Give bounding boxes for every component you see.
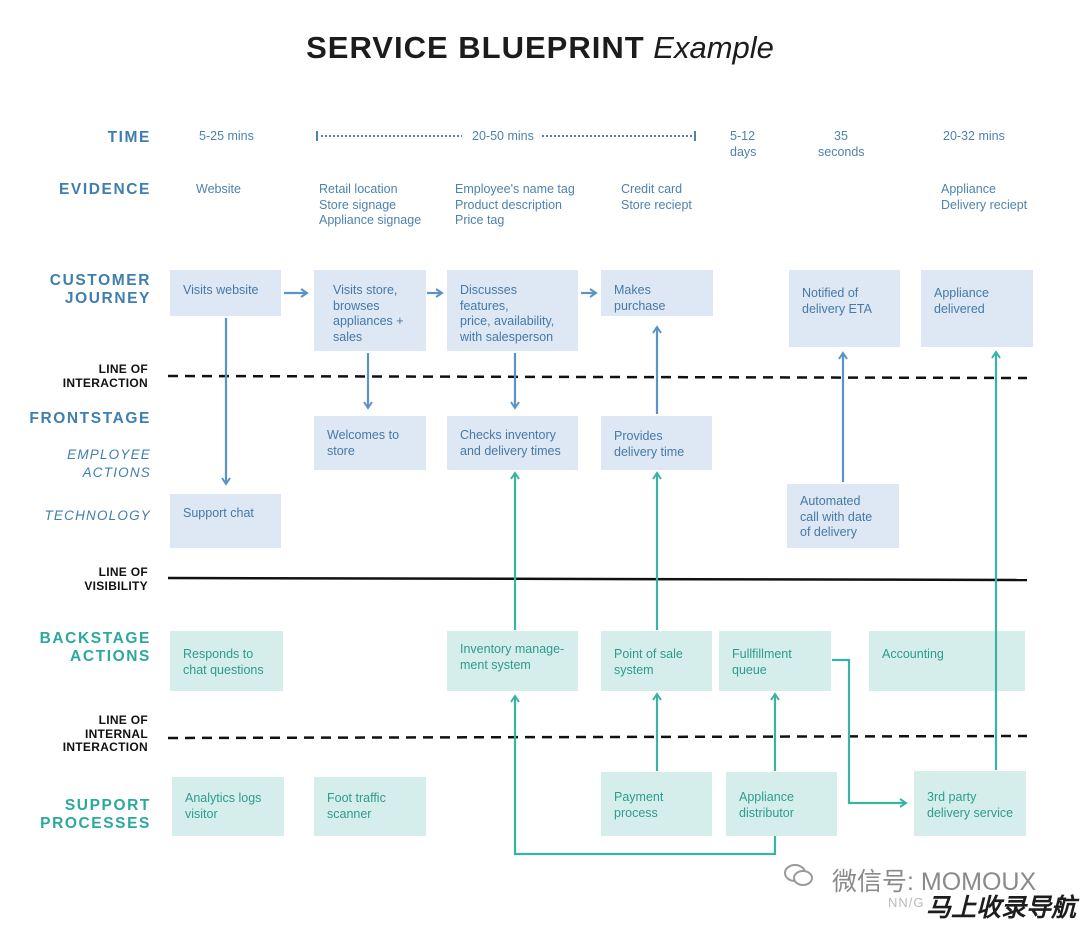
line-of-interaction-label: LINE OF INTERACTION	[62, 362, 148, 390]
arrow-distributor-to-inventory	[510, 694, 777, 856]
support-appliance-distributor: Appliance distributor	[726, 772, 837, 836]
watermark-wechat-id: 微信号: MOMOUX	[832, 868, 1037, 896]
line-of-internal-interaction-label: LINE OF INTERNAL INTERACTION	[62, 713, 148, 754]
lane-backstage: BACKSTAGE ACTIONS	[39, 630, 151, 665]
technology-automated-call: Automated call with date of delivery	[787, 484, 899, 548]
time-arrival: 20-32 mins	[943, 129, 1005, 143]
page-title: SERVICE BLUEPRINT Example	[0, 30, 1080, 66]
customer-appliance-delivered: Appliance delivered	[921, 270, 1033, 347]
backstage-inventory-system: Inventory manage- ment system	[447, 631, 578, 691]
title-italic: Example	[653, 30, 774, 65]
evidence-website: Website	[196, 182, 241, 196]
support-analytics-logs: Analytics logs visitor	[172, 777, 284, 836]
line-of-visibility	[167, 576, 1028, 582]
customer-visits-website: Visits website	[170, 270, 281, 316]
frontstage-provides-delivery: Provides delivery time	[601, 416, 712, 470]
support-foot-traffic: Foot traffic scanner	[314, 777, 426, 836]
backstage-responds-chat: Responds to chat questions	[170, 631, 283, 691]
backstage-accounting: Accounting	[869, 631, 1025, 691]
wechat-icon	[784, 862, 814, 888]
watermark-slogan: 马上收录导航	[926, 894, 1077, 922]
time-call: 35 seconds	[818, 129, 865, 159]
time-store: 20-50 mins	[472, 129, 534, 143]
frontstage-checks-inventory: Checks inventory and delivery times	[447, 416, 578, 470]
lane-time: TIME	[107, 129, 151, 146]
frontstage-welcomes: Welcomes to store	[314, 416, 426, 470]
line-of-visibility-label: LINE OF VISIBILITY	[84, 565, 148, 593]
time-website: 5-25 mins	[199, 129, 254, 143]
support-3rd-party-delivery: 3rd party delivery service	[914, 771, 1026, 836]
title-bold: SERVICE BLUEPRINT	[306, 30, 645, 65]
customer-notified-eta: Notified of delivery ETA	[789, 270, 900, 347]
support-payment-process: Payment process	[601, 772, 712, 836]
lane-support: SUPPORT PROCESSES	[40, 797, 151, 832]
line-of-interaction	[167, 374, 1028, 380]
customer-makes-purchase: Makes purchase	[601, 270, 713, 316]
lane-employee-actions: EMPLOYEE ACTIONS	[67, 447, 151, 480]
backstage-point-of-sale: Point of sale system	[601, 631, 712, 691]
arrow-queue-to-delivery	[832, 658, 908, 808]
lane-evidence: EVIDENCE	[58, 181, 151, 198]
customer-discusses-features: Discusses features, price, availability,…	[447, 270, 578, 351]
lane-frontstage: FRONTSTAGE	[29, 410, 151, 427]
lane-customer-journey: CUSTOMER JOURNEY	[49, 272, 151, 307]
evidence-purchase: Credit card Store reciept	[621, 182, 692, 212]
watermark-nng: NN/G	[888, 895, 925, 910]
evidence-delivery: Appliance Delivery reciept	[941, 182, 1028, 212]
time-delivery: 5-12 days	[730, 129, 757, 159]
customer-visits-store: Visits store, browses appliances + sales	[314, 270, 426, 351]
time-span-bar	[316, 131, 696, 141]
evidence-store: Retail location Store signage Appliance …	[319, 182, 422, 227]
technology-support-chat: Support chat	[170, 494, 281, 548]
backstage-fulfillment-queue: Fullfillment queue	[719, 631, 831, 691]
lane-technology: TECHNOLOGY	[44, 508, 151, 523]
line-of-internal-interaction	[167, 734, 1028, 740]
evidence-salesperson: Employee's name tag Product description …	[455, 182, 575, 227]
